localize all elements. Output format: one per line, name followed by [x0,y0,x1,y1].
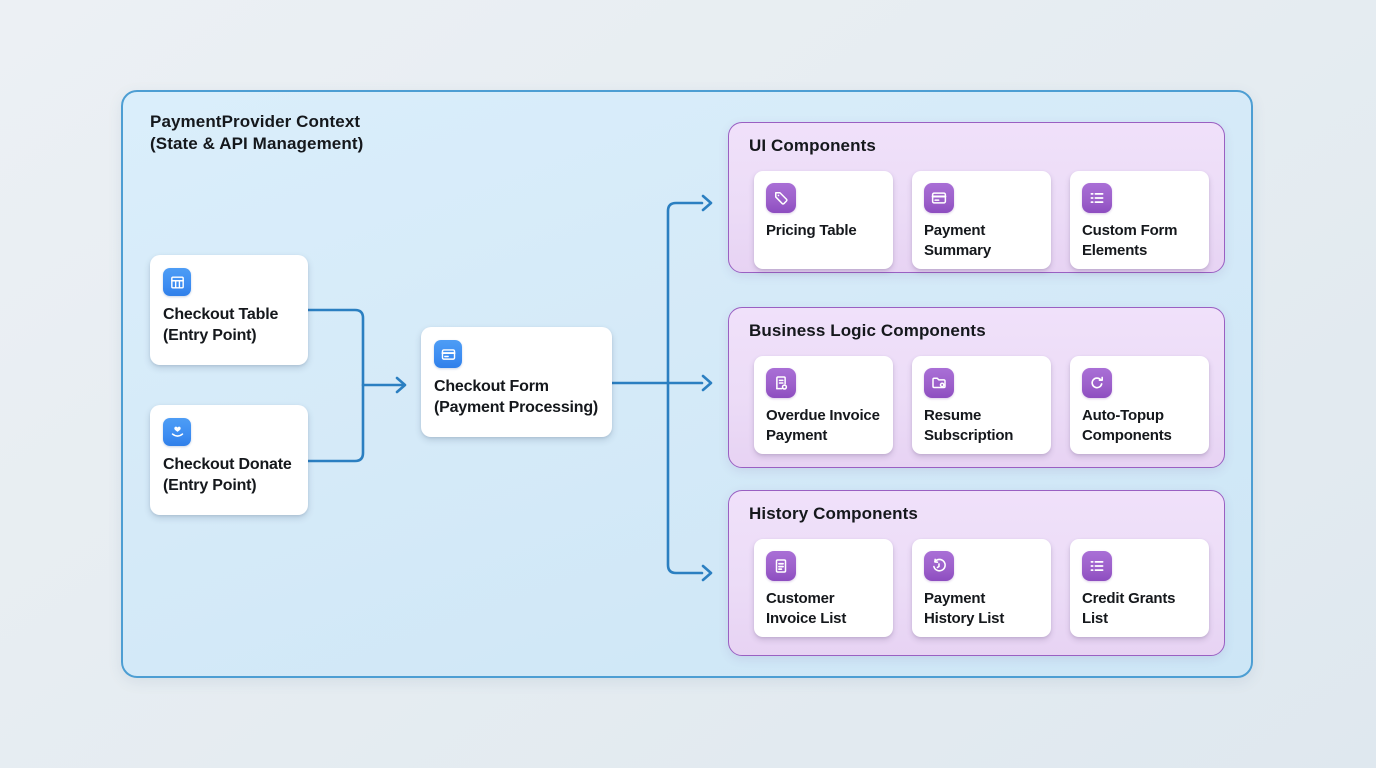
folder-badge-icon [924,368,954,398]
node-checkout-table: Checkout Table (Entry Point) [150,255,308,365]
card-label: Resume Subscription [924,407,1014,444]
card-pricing-table: Pricing Table [754,171,893,269]
card-overdue-invoice-payment: Overdue Invoice Payment [754,356,893,454]
group-title: UI Components [749,136,876,155]
bullet-list-icon [1082,551,1112,581]
container-title: PaymentProvider Context (State & API Man… [150,111,363,155]
credit-card-icon [924,183,954,213]
card-credit-grants-list: Credit Grants List [1070,539,1209,637]
card-label: Customer Invoice List [766,590,847,627]
group-title: History Components [749,504,918,523]
card-payment-history-list: Payment History List [912,539,1051,637]
group-ui-components: UI Components Pricing Table Payment Summ… [728,122,1225,273]
refresh-arrow-icon [1082,368,1112,398]
card-label: Pricing Table [766,222,857,239]
invoice-document-icon [766,368,796,398]
card-label: Overdue Invoice Payment [766,407,880,444]
donate-hand-heart-icon [163,418,191,446]
bullet-list-icon [1082,183,1112,213]
node-label-line1: Checkout Form [434,378,549,395]
card-resume-subscription: Resume Subscription [912,356,1051,454]
node-label-line1: Checkout Table [163,306,279,323]
table-icon [163,268,191,296]
price-tag-icon [766,183,796,213]
card-label: Payment History List [924,590,1005,627]
node-label-line2: (Payment Processing) [434,398,599,416]
card-label: Auto-Topup Components [1082,407,1172,444]
credit-card-icon [434,340,462,368]
node-label-line1: Checkout Donate [163,456,292,473]
node-label-line2: (Entry Point) [163,326,257,344]
group-history-components: History Components Customer Invoice List… [728,490,1225,656]
card-payment-summary: Payment Summary [912,171,1051,269]
node-checkout-form: Checkout Form (Payment Processing) [421,327,612,437]
container-title-line2: (State & API Management) [150,134,364,153]
card-label: Custom Form Elements [1082,222,1178,259]
card-label: Credit Grants List [1082,590,1176,627]
card-custom-form-elements: Custom Form Elements [1070,171,1209,269]
group-title: Business Logic Components [749,321,986,340]
card-label: Payment Summary [924,222,991,259]
group-business-logic-components: Business Logic Components Overdue Invoic… [728,307,1225,468]
card-auto-topup-components: Auto-Topup Components [1070,356,1209,454]
card-customer-invoice-list: Customer Invoice List [754,539,893,637]
document-lines-icon [766,551,796,581]
node-label-line2: (Entry Point) [163,476,257,494]
node-checkout-donate: Checkout Donate (Entry Point) [150,405,308,515]
container-title-line1: PaymentProvider Context [150,112,361,131]
history-clock-icon [924,551,954,581]
